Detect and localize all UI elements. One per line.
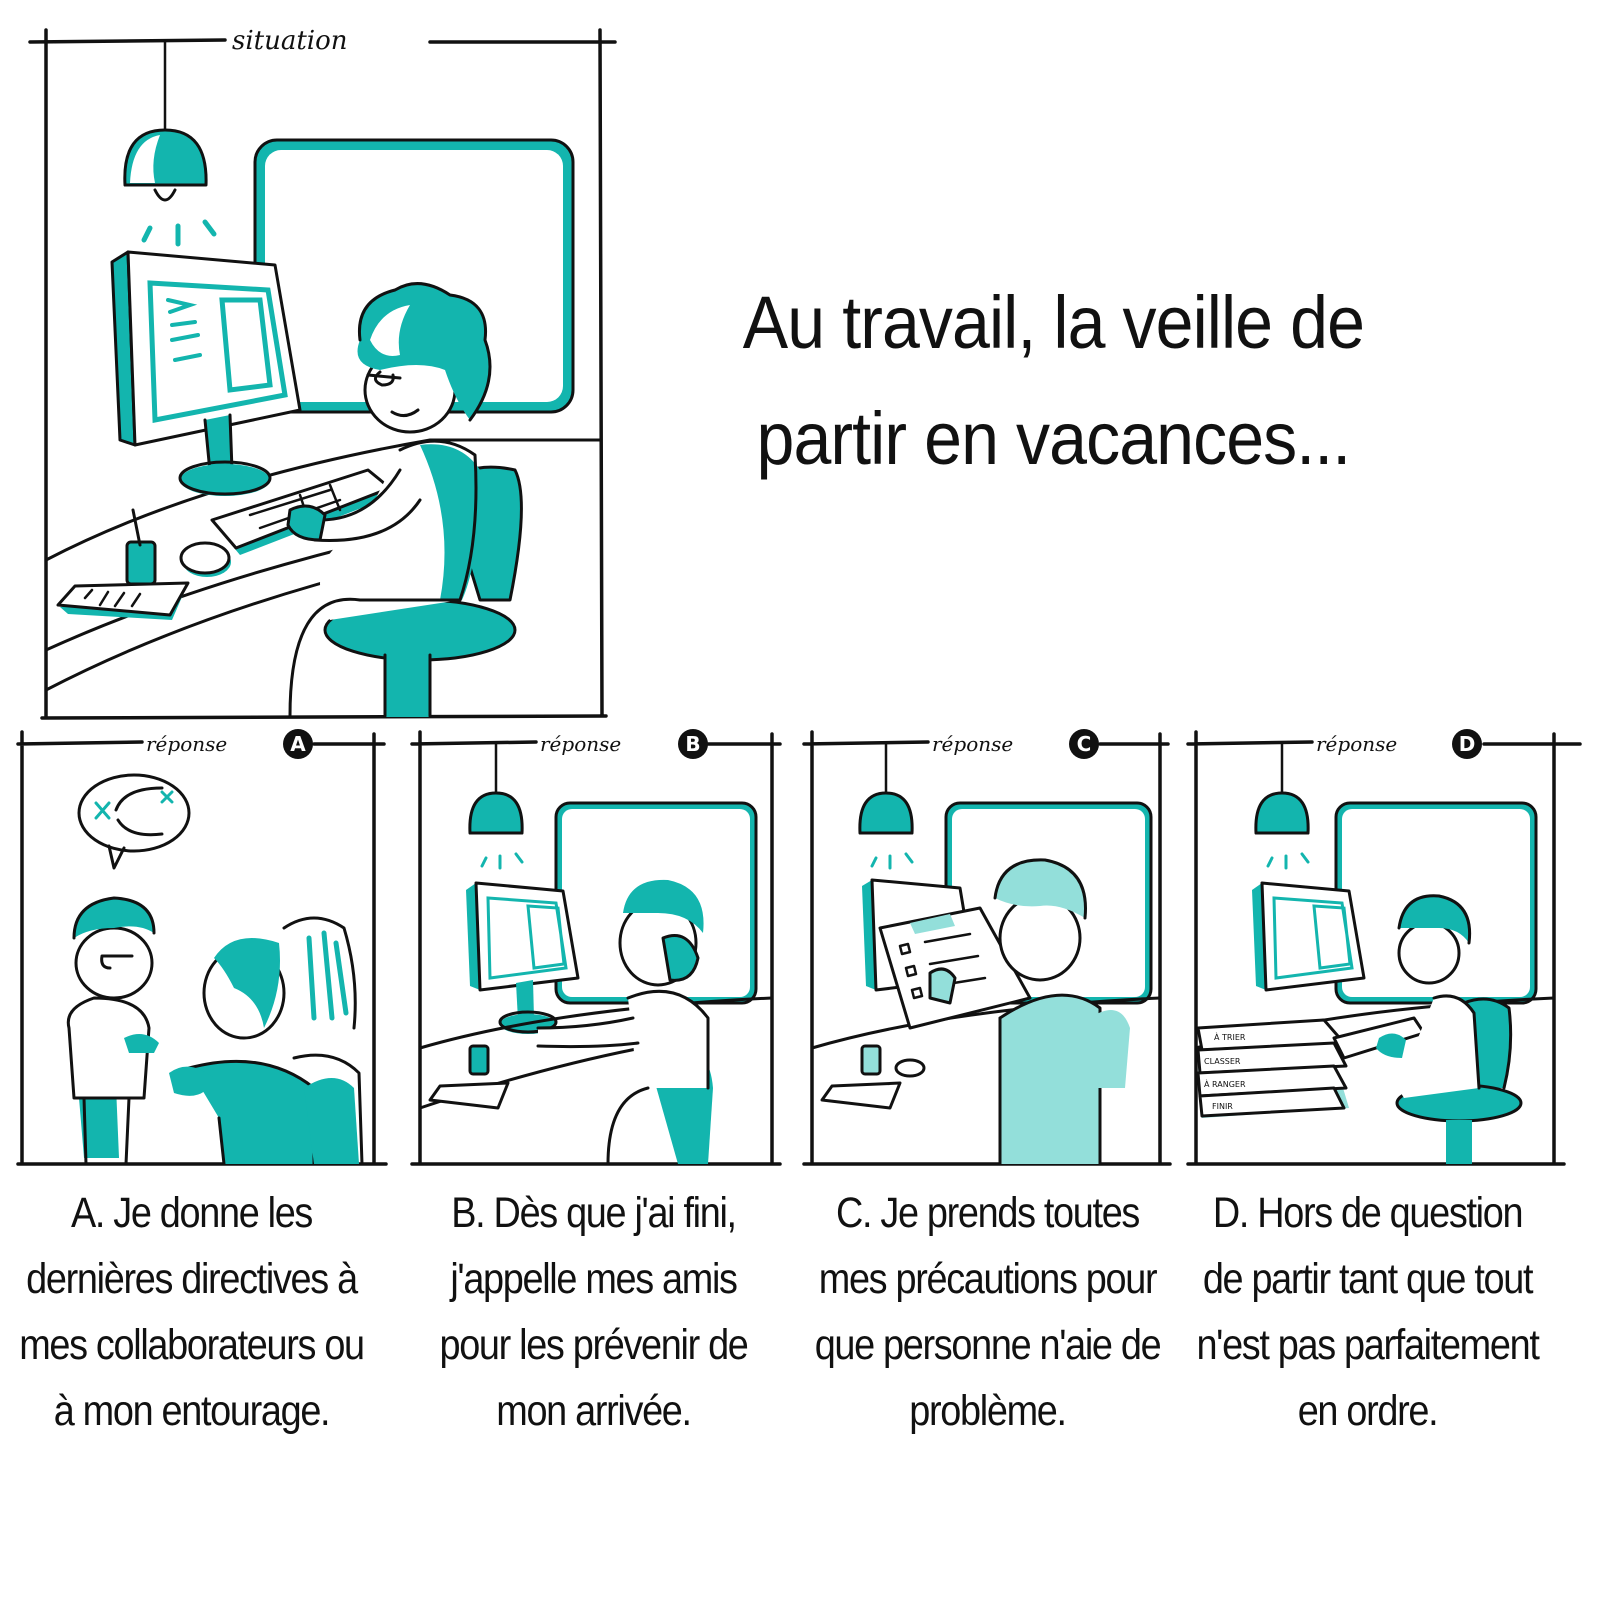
pen-holder-icon xyxy=(860,1044,882,1076)
colleague-middle xyxy=(169,938,316,1166)
answer-text-d: D. Hors de question de partir tant que t… xyxy=(1196,1189,1539,1435)
response-panel-b: réponse B xyxy=(410,729,782,1166)
lamp-icon xyxy=(123,40,217,247)
person-typing xyxy=(1376,894,1523,1164)
badge-c: C xyxy=(1069,729,1099,759)
notepad-icon xyxy=(56,581,190,620)
svg-text:C: C xyxy=(1077,732,1092,756)
person-with-checklist xyxy=(928,858,1130,1166)
svg-text:À TRIER: À TRIER xyxy=(1214,1031,1246,1042)
headline-line-2: partir en vacances... xyxy=(756,397,1352,480)
badge-b: B xyxy=(678,729,708,759)
badge-d: D xyxy=(1452,729,1482,759)
response-label-c: réponse xyxy=(932,732,1013,756)
lamp-icon xyxy=(1254,742,1310,870)
response-label-a: réponse xyxy=(146,732,227,756)
svg-text:B: B xyxy=(685,732,700,756)
response-label-b: réponse xyxy=(540,732,621,756)
answer-text-a: A. Je donne les dernières directives à m… xyxy=(19,1189,365,1435)
answer-text-c: C. Je prends toutes mes précautions pour… xyxy=(814,1189,1162,1435)
svg-text:A: A xyxy=(290,732,306,756)
computer-monitor-icon xyxy=(1252,881,1366,992)
window xyxy=(253,138,575,414)
pen-holder-icon xyxy=(468,1044,490,1076)
answer-text-b: B. Dès que j'ai fini, j'appelle mes amis… xyxy=(439,1189,748,1435)
notepad-icon xyxy=(820,1081,902,1110)
situation-label: situation xyxy=(232,26,348,56)
person-on-phone xyxy=(536,879,713,1166)
response-label-d: réponse xyxy=(1316,732,1397,756)
situation-panel: situation xyxy=(28,26,617,720)
headline-line-1: Au travail, la veille de xyxy=(742,281,1365,364)
badge-a: A xyxy=(283,729,313,759)
svg-text:CLASSER: CLASSER xyxy=(1204,1057,1241,1066)
mouse-icon xyxy=(894,1058,926,1078)
svg-text:D: D xyxy=(1459,732,1476,756)
svg-text:À RANGER: À RANGER xyxy=(1204,1078,1246,1089)
response-panel-a: réponse A xyxy=(16,729,388,1166)
person-giving-directives xyxy=(66,896,159,1166)
thought-bubble-icon xyxy=(77,773,191,870)
response-panel-c: réponse C xyxy=(802,729,1172,1166)
lamp-icon xyxy=(858,742,914,870)
headline: Au travail, la veille de partir en vacan… xyxy=(690,265,1417,497)
computer-monitor-icon xyxy=(466,881,580,1034)
response-panel-d: réponse D À TRIER CLASSER À RANGER FINIR xyxy=(1186,729,1582,1166)
person-at-computer xyxy=(286,282,523,718)
colleague-right xyxy=(282,916,364,1166)
svg-text:FINIR: FINIR xyxy=(1212,1102,1233,1111)
notepad-icon xyxy=(428,1081,510,1110)
mouse-icon xyxy=(179,541,231,577)
lamp-icon xyxy=(468,742,524,870)
computer-monitor-icon xyxy=(110,250,302,496)
folder-stack-icon: À TRIER CLASSER À RANGER FINIR xyxy=(1196,1018,1349,1118)
